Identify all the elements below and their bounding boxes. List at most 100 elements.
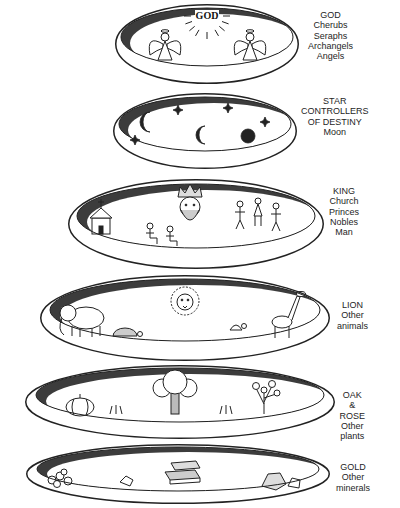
gold-bar-edge <box>170 478 200 484</box>
chain-level-stone: LIONOther animals <box>40 275 330 361</box>
person-body <box>254 204 262 226</box>
lion-face <box>177 294 193 310</box>
person-head <box>167 226 173 232</box>
stone-top <box>50 279 320 341</box>
stone-top <box>121 8 293 66</box>
stone-rim <box>27 445 330 504</box>
person-head <box>147 223 153 229</box>
stone-outline <box>25 365 335 439</box>
person-head <box>273 203 279 209</box>
divine-name: GOD <box>195 10 220 21</box>
level-members: Other minerals <box>335 472 371 493</box>
rock <box>120 476 133 486</box>
stone-face <box>47 452 329 496</box>
level-heading: OAK & ROSE <box>338 390 366 421</box>
human-figures <box>90 184 281 246</box>
lion-eye <box>181 299 183 301</box>
stone-shading <box>36 8 334 496</box>
stone-face <box>128 103 300 157</box>
stone-rim <box>41 276 330 361</box>
level-caption: GODCherubs Seraphs Archangels Angels <box>307 10 354 62</box>
person-body <box>166 232 177 246</box>
chain-level-stone: STAR CONTROLLERS OF DESTINYMoon <box>113 93 297 169</box>
angel-robe <box>158 41 172 60</box>
crescent-moon <box>196 126 205 144</box>
church-spire <box>101 199 102 208</box>
ray <box>196 30 200 36</box>
elephant-head <box>60 305 76 321</box>
stone-outline <box>113 93 297 169</box>
king-eye <box>193 204 195 206</box>
star-symbol <box>173 105 183 115</box>
level-heading: KING <box>328 186 360 196</box>
ray <box>222 22 229 24</box>
oak-canopy <box>163 370 187 394</box>
stone-top <box>37 447 319 491</box>
stone-face <box>60 285 330 347</box>
level-heading: LION <box>336 300 369 310</box>
rose-bloom <box>269 381 276 388</box>
rock <box>262 473 286 490</box>
animal-figures <box>60 287 306 338</box>
person-head <box>237 201 243 207</box>
stone-rim <box>116 5 299 84</box>
giraffe-neck <box>288 296 300 320</box>
church-roof <box>90 208 112 218</box>
angel-robe <box>243 41 257 60</box>
stone-face <box>46 374 334 428</box>
chain-level-stone: GOLDOther minerals <box>26 444 330 504</box>
ray <box>223 16 230 17</box>
chain-level-stone: KINGChurch Princes Nobles Man <box>68 179 324 269</box>
level-caption: GOLDOther minerals <box>335 462 371 493</box>
level-heading: STAR CONTROLLERS OF DESTINY <box>300 96 370 127</box>
lion-mane <box>171 287 199 315</box>
stone-rim <box>69 180 324 269</box>
level-members: Moon <box>300 127 370 137</box>
church-door <box>99 226 103 234</box>
level-members: Other plants <box>338 421 366 442</box>
pebble <box>61 469 67 475</box>
person-body <box>271 209 281 231</box>
stone-rim <box>26 366 335 439</box>
ray <box>215 30 219 36</box>
angel-halo <box>161 30 169 33</box>
level-caption: STAR CONTROLLERS OF DESTINYMoon <box>300 96 370 137</box>
stone-face <box>87 190 325 254</box>
level-members: Other animals <box>336 310 369 331</box>
stone-outline <box>40 275 330 361</box>
level-caption: LIONOther animals <box>336 300 369 331</box>
star-symbol <box>260 117 270 127</box>
stone-top <box>36 368 324 422</box>
king-crown <box>178 184 202 197</box>
grass-tufts <box>110 405 232 414</box>
full-moon <box>241 129 255 143</box>
stone-face <box>130 14 302 72</box>
ray <box>185 22 192 24</box>
stone-rim <box>114 94 297 169</box>
chain-level-stone: OAK & ROSEOther plants <box>25 365 335 439</box>
plant-figures <box>66 370 280 416</box>
lion-eye <box>187 299 189 301</box>
turtle-shell <box>113 328 137 336</box>
rose-bloom <box>274 390 280 396</box>
person-body <box>235 207 245 229</box>
church-building <box>92 218 110 234</box>
rock <box>288 478 300 488</box>
level-caption: KINGChurch Princes Nobles Man <box>328 186 360 238</box>
gold-bar <box>165 470 200 480</box>
turtle-head <box>138 332 143 337</box>
person-body <box>146 229 157 244</box>
stone-top <box>119 97 291 151</box>
level-caption: OAK & ROSEOther plants <box>338 390 366 442</box>
angel-head <box>246 33 254 41</box>
angel-figures <box>149 30 266 60</box>
lion-mouth <box>183 306 187 308</box>
pebble <box>54 481 61 488</box>
small-animal-head <box>242 324 247 329</box>
rose-bloom <box>261 387 267 393</box>
star-symbol <box>223 103 233 113</box>
king-beard <box>181 210 199 220</box>
rose-bloom <box>253 383 260 390</box>
angel-head <box>161 33 169 41</box>
